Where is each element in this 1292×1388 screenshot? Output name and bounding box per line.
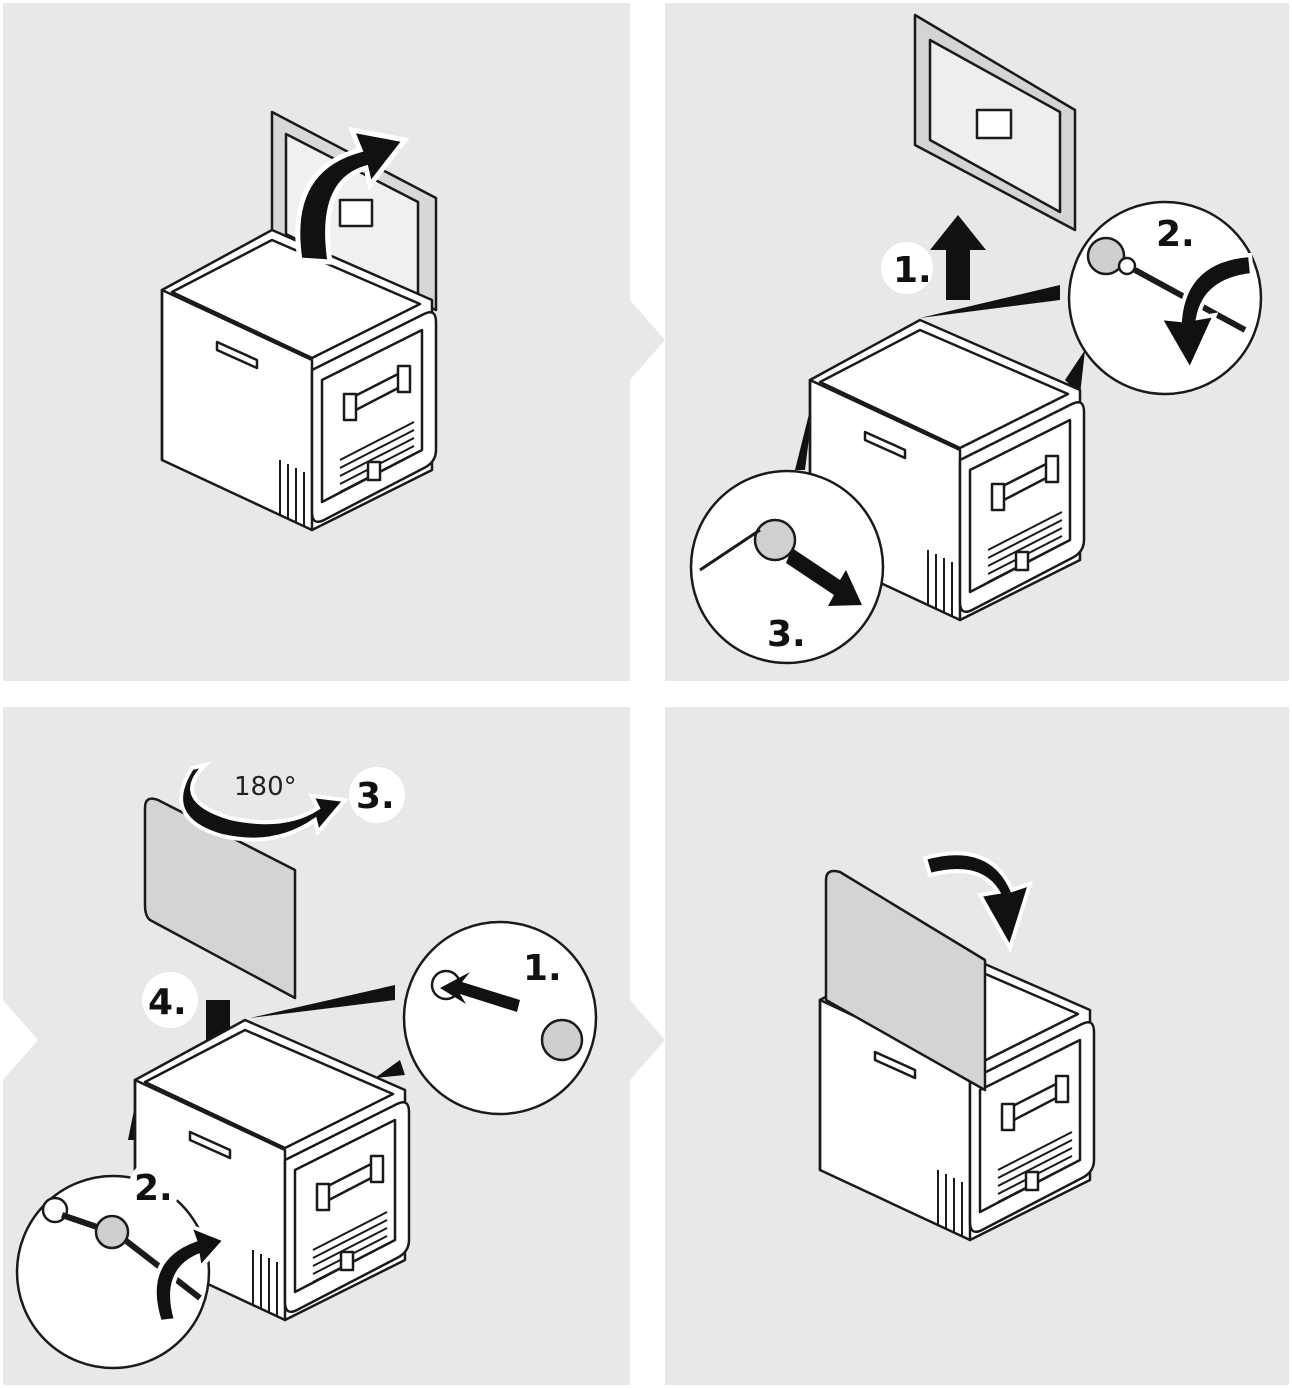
panel-1-artwork [160,110,438,532]
step-2-label: 2. [134,1168,173,1209]
unscrew-arrow-icon [1156,252,1255,375]
step-badge [881,242,933,294]
step-3-label: 3. [767,614,806,655]
detail-pin-insert [402,920,598,1116]
lid-flipped [143,797,297,1000]
pull-arrow-icon [786,548,862,606]
step-1-label: 1. [893,250,932,291]
rotation-label: 180° [234,772,297,802]
panel-3-artwork: 180° 3. 4. 1. 2. [15,761,598,1370]
panel-4-artwork [818,851,1096,1242]
lift-arrow-icon [930,215,986,300]
step-4-label: 4. [148,982,187,1023]
step-1-label: 1. [523,948,562,989]
step-2-label: 2. [1156,214,1195,255]
tighten-arrow-icon [152,1222,229,1325]
step-3-label: 3. [356,776,395,817]
sequence-arrow [630,300,665,380]
panel-2-artwork: 1. 2. 3. [689,13,1263,665]
insert-arrow-icon [440,972,520,1012]
sequence-arrow [3,1000,38,1080]
lid-closing [824,869,987,1092]
sequence-arrow [630,1000,665,1080]
rotate-arrow-icon [179,761,349,842]
detail-pin-left [689,469,885,665]
close-arrow-icon [922,851,1034,954]
open-arrow-icon [295,126,410,265]
